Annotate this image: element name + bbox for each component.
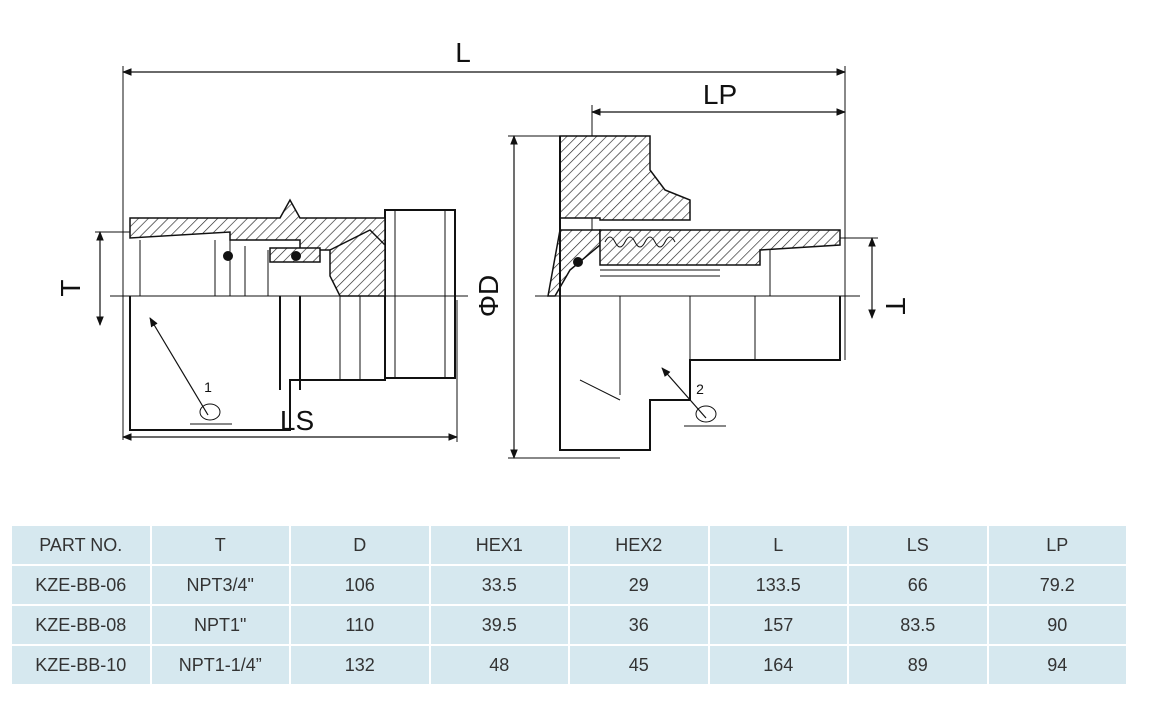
cell-lp: 90: [988, 606, 1126, 644]
cell-t: NPT3/4": [151, 566, 289, 604]
table-row: KZE-BB-06 NPT3/4" 106 33.5 29 133.5 66 7…: [12, 566, 1126, 604]
socket-half: 2: [535, 135, 860, 451]
header-t: T: [151, 526, 289, 564]
cell-t: NPT1-1/4”: [151, 646, 289, 684]
header-d: D: [291, 526, 429, 564]
label-T-right: T: [880, 297, 911, 314]
label-LP: LP: [703, 79, 737, 110]
header-l: L: [709, 526, 847, 564]
cell-part-no: KZE-BB-08: [12, 606, 150, 644]
dimension-D: ΦD: [473, 135, 620, 459]
cell-hex1: 39.5: [430, 606, 568, 644]
cell-hex1: 33.5: [430, 566, 568, 604]
cell-d: 106: [291, 566, 429, 604]
header-ls: LS: [849, 526, 987, 564]
cell-d: 132: [291, 646, 429, 684]
cell-l: 133.5: [709, 566, 847, 604]
label-L: L: [455, 37, 471, 68]
cell-t: NPT1": [151, 606, 289, 644]
cell-part-no: KZE-BB-10: [12, 646, 150, 684]
cell-d: 110: [291, 606, 429, 644]
label-D: ΦD: [473, 275, 504, 318]
table-row: KZE-BB-08 NPT1" 110 39.5 36 157 83.5 90: [12, 606, 1126, 644]
table-header-row: PART NO. T D HEX1 HEX2 L LS LP: [12, 526, 1126, 564]
cell-hex2: 45: [570, 646, 708, 684]
dimension-T-right: T: [840, 237, 911, 319]
callout-1: 1: [204, 379, 212, 395]
table-row: KZE-BB-10 NPT1-1/4” 132 48 45 164 89 94: [12, 646, 1126, 684]
callout-2: 2: [696, 381, 704, 397]
cell-part-no: KZE-BB-06: [12, 566, 150, 604]
cell-lp: 79.2: [988, 566, 1126, 604]
plug-half: 1: [110, 198, 468, 431]
header-part-no: PART NO.: [12, 526, 150, 564]
specification-table: PART NO. T D HEX1 HEX2 L LS LP KZE-BB-06…: [10, 524, 1128, 686]
cell-hex2: 36: [570, 606, 708, 644]
cell-ls: 89: [849, 646, 987, 684]
cell-l: 164: [709, 646, 847, 684]
cell-lp: 94: [988, 646, 1126, 684]
header-hex2: HEX2: [570, 526, 708, 564]
header-lp: LP: [988, 526, 1126, 564]
label-LS: LS: [280, 405, 314, 436]
cell-hex2: 29: [570, 566, 708, 604]
coupling-technical-drawing: L LP LS T T ΦD: [55, 37, 911, 459]
cell-ls: 83.5: [849, 606, 987, 644]
cell-hex1: 48: [430, 646, 568, 684]
dimension-T-left: T: [55, 231, 140, 326]
cell-ls: 66: [849, 566, 987, 604]
cell-l: 157: [709, 606, 847, 644]
header-hex1: HEX1: [430, 526, 568, 564]
label-T-left: T: [55, 279, 86, 296]
